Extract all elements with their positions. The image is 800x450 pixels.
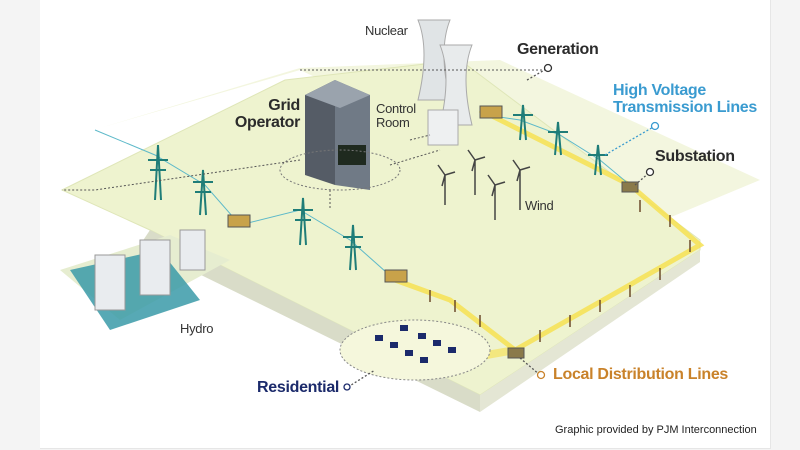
substation-box [479, 105, 503, 119]
dam-block [94, 254, 126, 311]
label-grid-operator: Grid Operator [234, 97, 300, 131]
label-high-voltage-lines: High Voltage Transmission Lines [613, 82, 757, 116]
dam-block [179, 229, 206, 271]
label-wind: Wind [525, 198, 554, 213]
label-residential: Residential [257, 379, 340, 396]
cooling-tower [439, 44, 473, 126]
distribution-line [394, 107, 705, 353]
wind-turbines [437, 149, 531, 220]
label-local-distribution-lines: Local Distribution Lines [553, 366, 729, 383]
reactor-building [427, 109, 459, 146]
control-building-roof [305, 80, 370, 108]
credit-text: Graphic provided by PJM Interconnection [555, 424, 757, 436]
residential-zone [339, 319, 491, 381]
label-control-room: Control Room [376, 101, 416, 130]
label-substation: Substation [655, 148, 735, 165]
label-leaders [343, 63, 660, 391]
transmission-towers [148, 104, 608, 271]
substation-box [621, 181, 639, 193]
dam-block [139, 239, 171, 296]
houses [375, 325, 456, 363]
substation-box [227, 214, 251, 228]
control-room-screen [338, 145, 366, 165]
label-hydro: Hydro [180, 321, 214, 336]
substation-box [384, 269, 408, 283]
substation-box [507, 347, 525, 359]
distribution-poles [429, 200, 691, 342]
control-building-side [305, 80, 335, 185]
label-generation: Generation [517, 41, 599, 58]
label-nuclear: Nuclear [365, 23, 408, 38]
operator-zone [279, 149, 401, 191]
